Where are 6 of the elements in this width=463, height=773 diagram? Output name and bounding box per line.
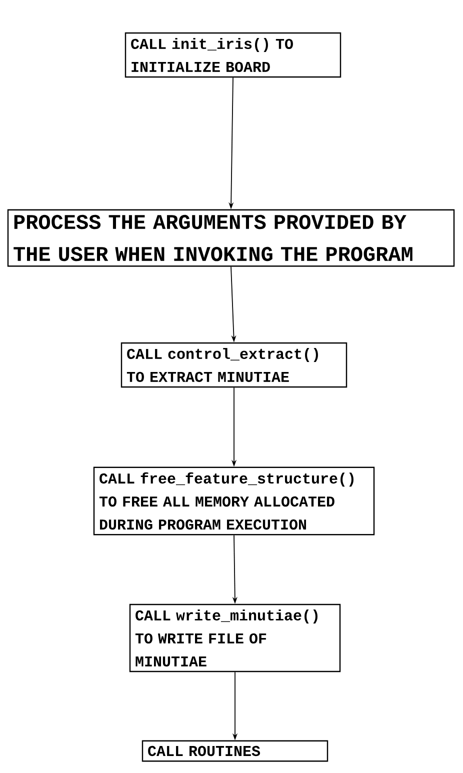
process-box: CALL control_extract() TO EXTRACT MINUTIAE — [120, 342, 348, 388]
process-box: CALL ROUTINES — [142, 740, 328, 762]
process-box: CALL free_feature_structure() TO FREE ALL MEMORY ALLOCATED DURING PROGRAM EXECUTION — [93, 466, 375, 536]
process-box: PROCESS THE ARGUMENTS PROVIDED BY THE USER WHEN INVOKING THE PROGRAM — [7, 209, 455, 267]
process-box: CALL write_minutiae() TO WRITE FILE OF MINUTIAE — [129, 604, 341, 672]
process-box: CALL init_iris() TO INITIALIZE BOARD — [124, 32, 342, 78]
